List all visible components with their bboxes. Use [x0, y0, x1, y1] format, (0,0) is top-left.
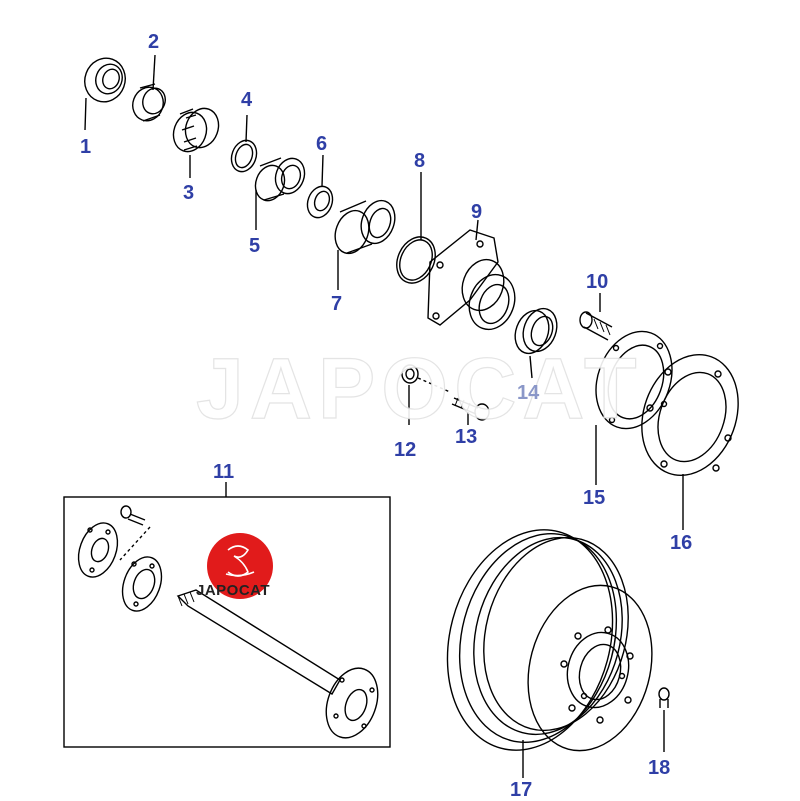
part-14-dust-seal — [514, 307, 558, 379]
part-5-bearing-cone — [254, 157, 306, 230]
callout-5[interactable]: 5 — [249, 235, 261, 257]
part-12-nut — [401, 364, 451, 425]
part-9-hub-housing — [427, 219, 516, 331]
part-17-brake-drum — [446, 529, 653, 778]
part-10-bolt — [579, 293, 613, 341]
callout-16[interactable]: 16 — [670, 532, 693, 554]
part-6-washer — [306, 154, 334, 219]
callout-13[interactable]: 13 — [455, 426, 478, 448]
callout-15[interactable]: 15 — [583, 487, 606, 509]
callout-14[interactable]: 14 — [517, 382, 540, 404]
part-8-o-ring — [396, 172, 436, 284]
logo-text: JAPOCAT — [196, 582, 271, 599]
callout-18[interactable]: 18 — [648, 757, 671, 779]
part-1-oil-seal — [84, 57, 126, 131]
part-16-flange-plate — [641, 353, 739, 530]
callout-1[interactable]: 1 — [80, 136, 92, 158]
callout-3[interactable]: 3 — [183, 182, 195, 204]
part-15-gasket — [595, 330, 673, 485]
callout-7[interactable]: 7 — [331, 293, 343, 315]
watermark: JAPOCAT — [195, 340, 643, 437]
callout-6[interactable]: 6 — [316, 133, 328, 155]
part-11-axle-shaft-box — [63, 482, 391, 748]
callout-17[interactable]: 17 — [510, 779, 533, 801]
callout-2[interactable]: 2 — [148, 31, 160, 53]
part-3-roller-bearing — [172, 107, 220, 178]
callout-12[interactable]: 12 — [394, 439, 417, 461]
part-13-bolt — [451, 397, 490, 425]
part-18-bolt — [658, 687, 670, 752]
japocat-logo-emblem — [207, 533, 273, 599]
callout-4[interactable]: 4 — [241, 89, 253, 111]
callout-9[interactable]: 9 — [471, 201, 483, 223]
callout-11[interactable]: 11 — [213, 461, 235, 483]
part-7-sleeve — [334, 199, 396, 290]
callout-8[interactable]: 8 — [414, 150, 426, 172]
part-2-race — [132, 54, 166, 122]
part-4-snap-ring — [230, 114, 258, 173]
callout-10[interactable]: 10 — [586, 271, 609, 293]
